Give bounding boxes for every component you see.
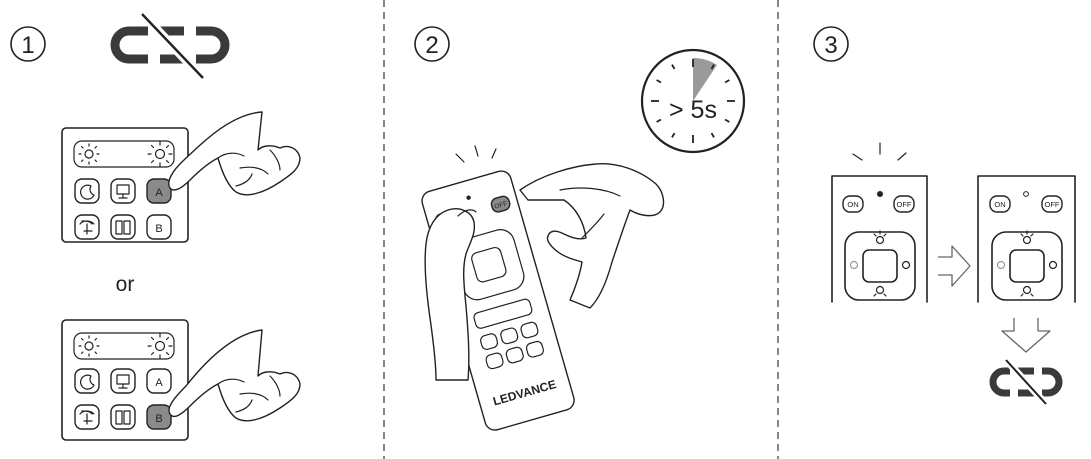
step-3-panel: 3 ON OFF ON OFF — [813, 26, 1076, 407]
remote-key-2 — [500, 327, 519, 345]
tv-icon — [116, 184, 130, 199]
key-a-2-label: A — [155, 377, 163, 389]
step-2-badge — [414, 26, 450, 62]
timer-tick — [710, 132, 715, 138]
remote-center-key — [471, 246, 507, 283]
timer-tick — [710, 64, 715, 70]
or-label: or — [116, 273, 135, 296]
remote-key-4 — [485, 352, 504, 370]
dpad-2 — [991, 231, 1063, 301]
key-b-label: B — [155, 223, 162, 235]
moon-icon-2 — [80, 374, 95, 390]
remote-top-idle: ON OFF — [977, 175, 1076, 303]
key-b — [146, 214, 172, 240]
tv-key — [110, 178, 136, 204]
key-b-pressed — [146, 404, 172, 430]
on-key-2 — [989, 195, 1011, 213]
center-key-1 — [862, 249, 898, 283]
reading-key — [110, 214, 136, 240]
wall-keypad-b: A B — [61, 319, 301, 441]
bright-sun-icon — [147, 141, 173, 167]
key-a-2 — [146, 368, 172, 394]
remote-off-key — [490, 195, 511, 213]
key-a-pressed — [146, 178, 172, 204]
timer-tick — [724, 79, 730, 84]
hand-pointing-b — [168, 329, 301, 422]
led-off-dot — [1023, 191, 1029, 197]
book-icon — [115, 220, 131, 235]
remote-key-6 — [525, 340, 544, 358]
tv-key-2 — [110, 368, 136, 394]
bulb-icon-right-2 — [1048, 260, 1058, 270]
remote-key-1 — [480, 333, 499, 350]
step-3-number: 3 — [824, 32, 837, 59]
step-1-number: 1 — [21, 32, 34, 59]
book-icon-2 — [115, 410, 131, 425]
dim-sun-icon — [78, 143, 100, 165]
off-key-1-label: OFF — [897, 200, 912, 209]
on-key-2-label: ON — [994, 200, 1005, 209]
wall-keypad-a: A B — [61, 111, 301, 243]
timer-label: > 5s — [669, 96, 717, 124]
center-key-2 — [1009, 249, 1045, 283]
step-2-number: 2 — [425, 32, 438, 59]
remote-off-label: OFF — [494, 200, 508, 210]
palm-icon — [79, 220, 95, 235]
bulb-icon-left-1 — [849, 260, 859, 270]
timer-tick — [671, 132, 676, 138]
led-blink-rays — [455, 145, 497, 163]
timer-tick — [656, 118, 662, 123]
holding-hand-left — [424, 208, 476, 381]
bulb-icon-top-2 — [1020, 230, 1034, 245]
step-1-panel: 1 A — [10, 10, 301, 441]
off-key-1 — [893, 195, 915, 213]
off-key-2-label: OFF — [1045, 200, 1060, 209]
bulb-icon-bottom-1 — [873, 285, 887, 297]
step-3-badge — [813, 26, 849, 62]
tv-icon-2 — [116, 374, 130, 389]
bright-sun-icon-2 — [147, 333, 173, 359]
moon-icon — [80, 184, 95, 200]
step-2-panel: 2 > 5s ON OFF — [414, 26, 746, 431]
bulb-icon-bottom-2 — [1020, 285, 1034, 297]
bulb-icon-left-2 — [996, 260, 1006, 270]
remote-led — [466, 195, 471, 200]
remote-key-5 — [505, 346, 524, 364]
remote-slider — [473, 298, 533, 329]
unlink-icon-small — [989, 357, 1063, 407]
timer-tick — [656, 79, 662, 84]
arrow-right — [938, 245, 971, 287]
brightness-slider-bar — [73, 140, 175, 168]
remote-key-3 — [520, 321, 539, 339]
dpad-1 — [844, 231, 916, 301]
arrow-down — [1001, 318, 1051, 353]
timer-icon: > 5s — [640, 48, 746, 154]
on-key-1-label: ON — [847, 200, 858, 209]
on-key-1 — [842, 195, 864, 213]
key-b-pressed-label: B — [155, 413, 162, 425]
reading-key-2 — [110, 404, 136, 430]
timer-tick — [724, 118, 730, 123]
key-a-label: A — [155, 187, 163, 199]
timer-elapsed-wedge — [693, 57, 717, 101]
led-blink-rays-3 — [852, 142, 907, 161]
timer-tick — [671, 64, 676, 70]
pressing-hand-right — [519, 162, 665, 309]
palm-icon-2 — [79, 410, 95, 425]
dim-sun-icon-2 — [78, 335, 100, 357]
step-1-badge — [10, 26, 46, 62]
remote-top-blinking: ON OFF — [831, 175, 928, 303]
bulb-icon-right-1 — [901, 260, 911, 270]
off-key-2 — [1041, 195, 1063, 213]
brightness-slider-bar-2 — [73, 332, 175, 360]
led-on-dot — [877, 191, 883, 197]
unlink-icon — [110, 10, 230, 82]
bulb-icon-top-1 — [873, 230, 887, 245]
